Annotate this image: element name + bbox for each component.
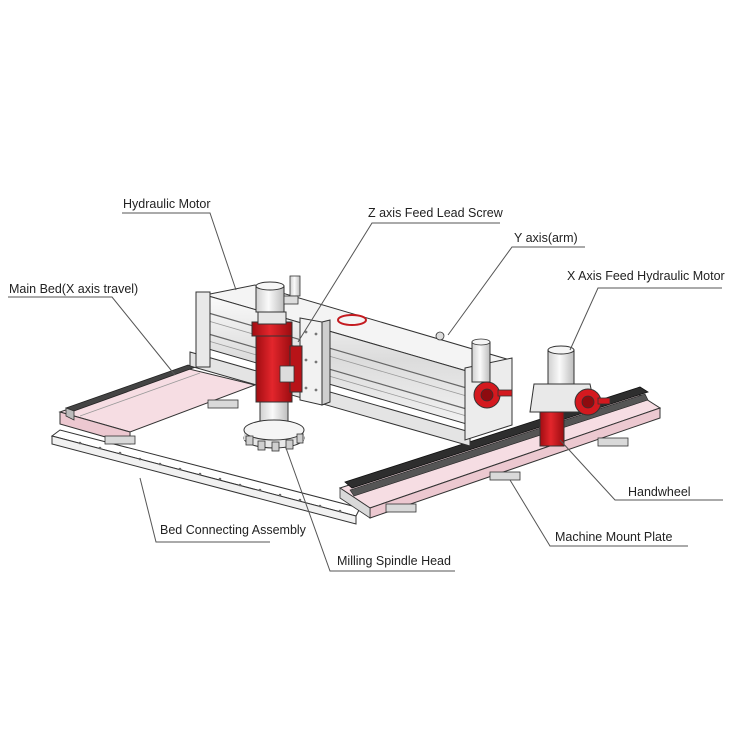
leader-lines — [8, 212, 723, 572]
y-axis-arm — [189, 284, 513, 447]
bed-connecting-beam — [50, 429, 361, 525]
mount-plate — [385, 503, 417, 513]
y-handwheel — [471, 338, 513, 409]
label-x-axis-feed-hydraulic-motor: X Axis Feed Hydraulic Motor — [567, 269, 725, 283]
label-main-bed: Main Bed(X axis travel) — [9, 282, 139, 296]
z-axis-carriage — [299, 317, 331, 406]
label-hydraulic-motor: Hydraulic Motor — [123, 197, 211, 211]
mount-plate — [207, 399, 239, 409]
mount-plate — [597, 437, 629, 447]
mount-plate — [489, 471, 521, 481]
milling-spindle-assembly — [243, 275, 305, 452]
main-bed-right — [338, 386, 662, 519]
label-handwheel: Handwheel — [628, 485, 691, 499]
label-z-axis-feed-lead-screw: Z axis Feed Lead Screw — [368, 206, 503, 220]
label-bed-connecting-assembly: Bed Connecting Assembly — [160, 523, 306, 537]
x-axis-drive — [529, 345, 611, 447]
label-y-axis-arm: Y axis(arm) — [514, 231, 578, 245]
mount-plate — [104, 435, 136, 445]
label-milling-spindle-head: Milling Spindle Head — [337, 554, 451, 568]
main-bed-left — [58, 364, 257, 445]
label-machine-mount-plate: Machine Mount Plate — [555, 530, 673, 544]
